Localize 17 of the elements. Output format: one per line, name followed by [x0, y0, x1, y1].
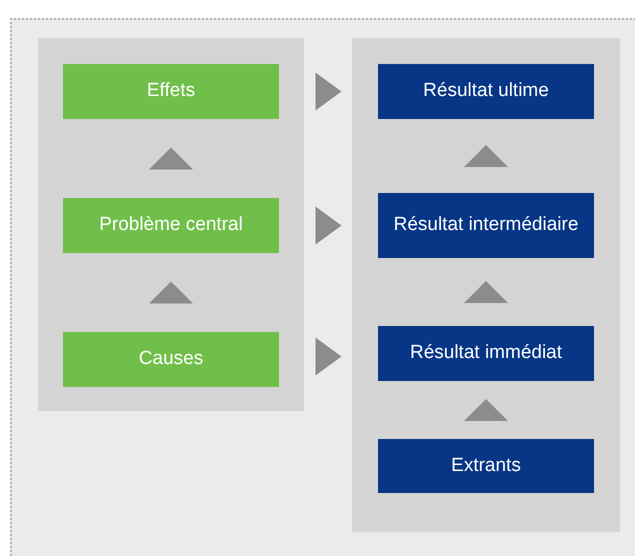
text-box: Causes [63, 332, 279, 387]
panel-background [38, 38, 304, 411]
panel-background [352, 38, 620, 532]
arrow [316, 72, 342, 110]
arrow [464, 399, 508, 421]
text-box: Effets [63, 64, 279, 119]
arrow [316, 206, 342, 244]
arrow [316, 338, 342, 376]
arrow [464, 145, 508, 167]
text-box: Résultat ultime [378, 64, 594, 119]
text-box: Résultat immédiat [378, 326, 594, 381]
text-box: Problème central [63, 198, 279, 253]
text-box: Résultat intermédiaire [378, 193, 594, 258]
arrow [464, 281, 508, 303]
text-box: Extrants [378, 439, 594, 493]
arrow [149, 282, 193, 304]
arrow [149, 148, 193, 170]
